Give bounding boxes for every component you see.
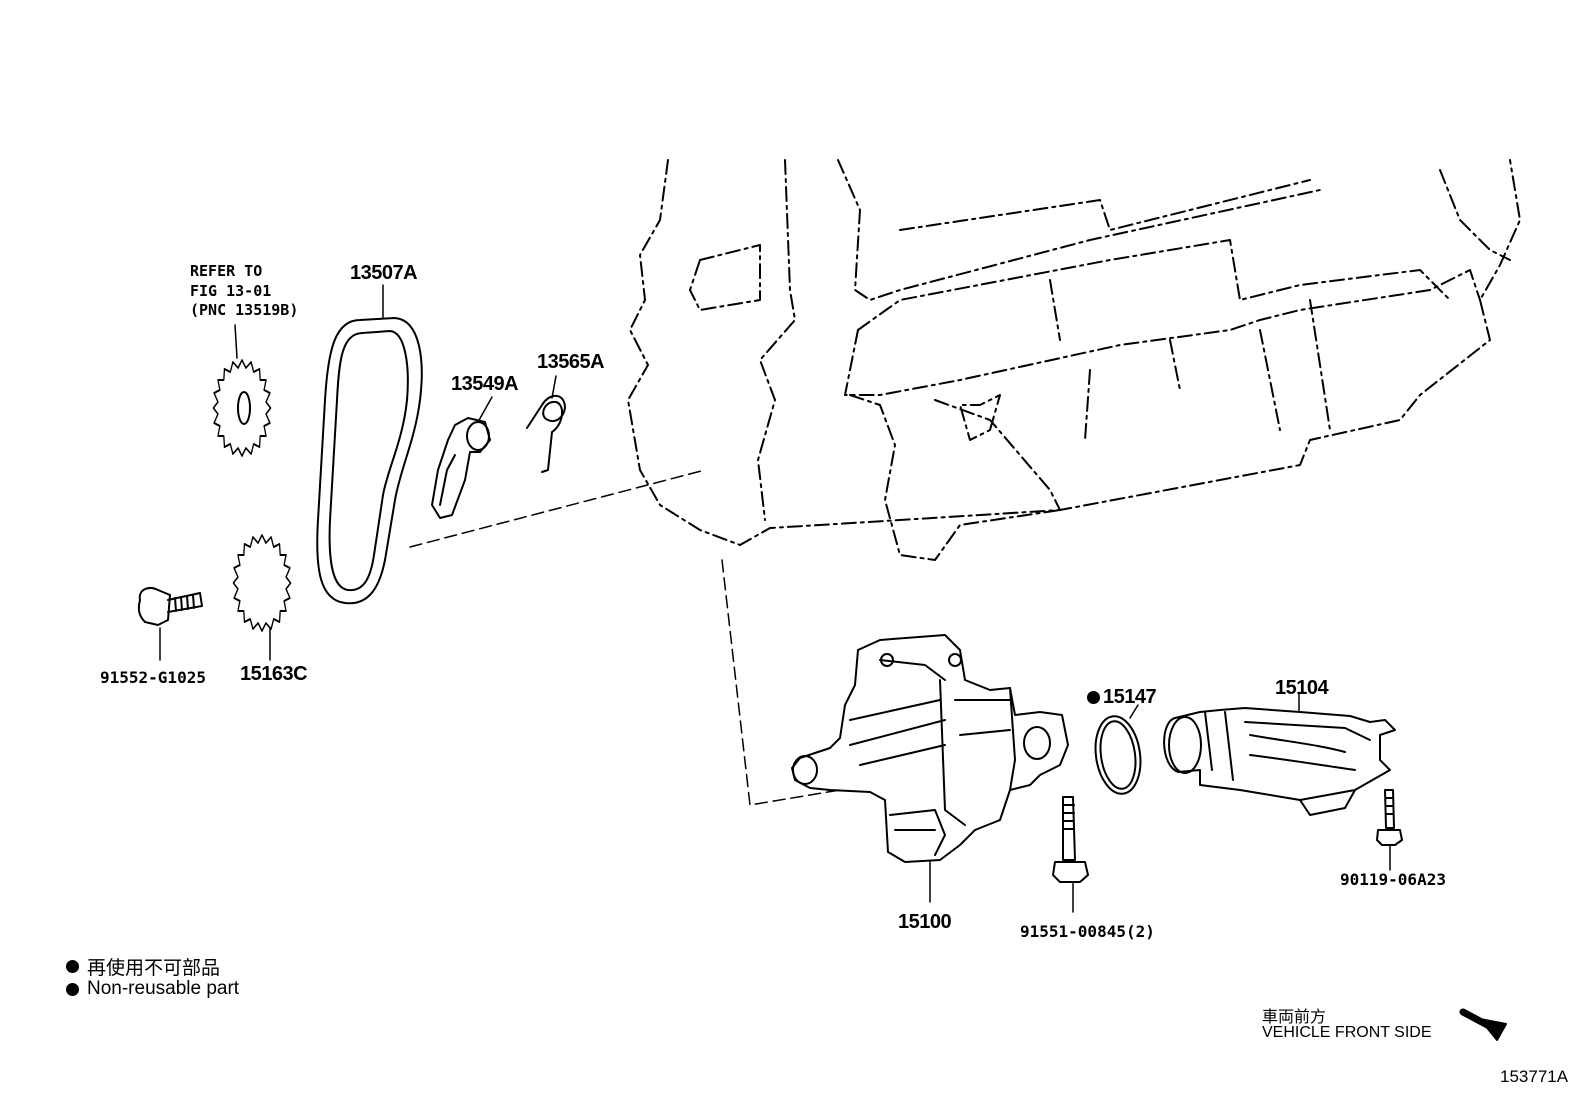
lower-sprocket xyxy=(232,534,292,632)
engine-block-outline xyxy=(627,159,1521,561)
legend-jp: 再使用不可部品 xyxy=(66,953,220,980)
part-label-15147: 15147 xyxy=(1103,686,1157,708)
vehicle-front-en: VEHICLE FRONT SIDE xyxy=(1262,1024,1432,1041)
non-reusable-dot-icon xyxy=(1087,690,1100,704)
part-label-13565a: 13565A xyxy=(537,351,605,373)
legend-dot-icon xyxy=(66,960,79,973)
refer-note: REFER TO FIG 13-01 (PNC 13519B) xyxy=(190,262,298,321)
legend-dot-icon xyxy=(66,982,79,996)
part-label-90119-06a23: 90119-06A23 xyxy=(1340,870,1446,889)
refer-note-line1: REFER TO xyxy=(190,262,263,280)
part-label-15147-group: 15147 xyxy=(1087,686,1157,708)
chain-tensioner xyxy=(431,417,491,519)
upper-sprocket xyxy=(212,359,272,457)
tensioner-spring xyxy=(526,394,566,473)
alignment-lines xyxy=(409,469,841,806)
part-label-15104: 15104 xyxy=(1275,677,1329,699)
part-label-13549a: 13549A xyxy=(451,373,519,395)
part-label-91552-g1025: 91552-G1025 xyxy=(100,668,206,687)
legend-en-text: Non-reusable part xyxy=(87,978,240,999)
oil-strainer xyxy=(1163,707,1396,816)
part-label-15163c: 15163C xyxy=(240,663,308,685)
legend-en: Non-reusable part xyxy=(66,978,239,1000)
leader-lines xyxy=(159,284,1391,913)
chain xyxy=(316,317,423,605)
oil-pump xyxy=(791,634,1069,863)
strainer-bolt xyxy=(1376,789,1403,846)
refer-note-line2: FIG 13-01 xyxy=(190,281,272,300)
sprocket-bolt xyxy=(137,587,203,626)
refer-note-line3: (PNC 13519B) xyxy=(190,301,299,319)
vehicle-front-jp: 車両前方 xyxy=(1262,1009,1327,1026)
vehicle-front-arrow-icon xyxy=(1459,1008,1507,1041)
figure-id: 153771A xyxy=(1500,1067,1569,1086)
part-label-91551-00845: 91551-00845(2) xyxy=(1020,922,1155,941)
pump-bolt xyxy=(1052,796,1089,883)
o-ring xyxy=(1094,715,1142,795)
part-label-13507a: 13507A xyxy=(350,262,418,284)
part-label-15100: 15100 xyxy=(898,911,952,933)
legend-jp-text: 再使用不可部品 xyxy=(87,958,221,979)
